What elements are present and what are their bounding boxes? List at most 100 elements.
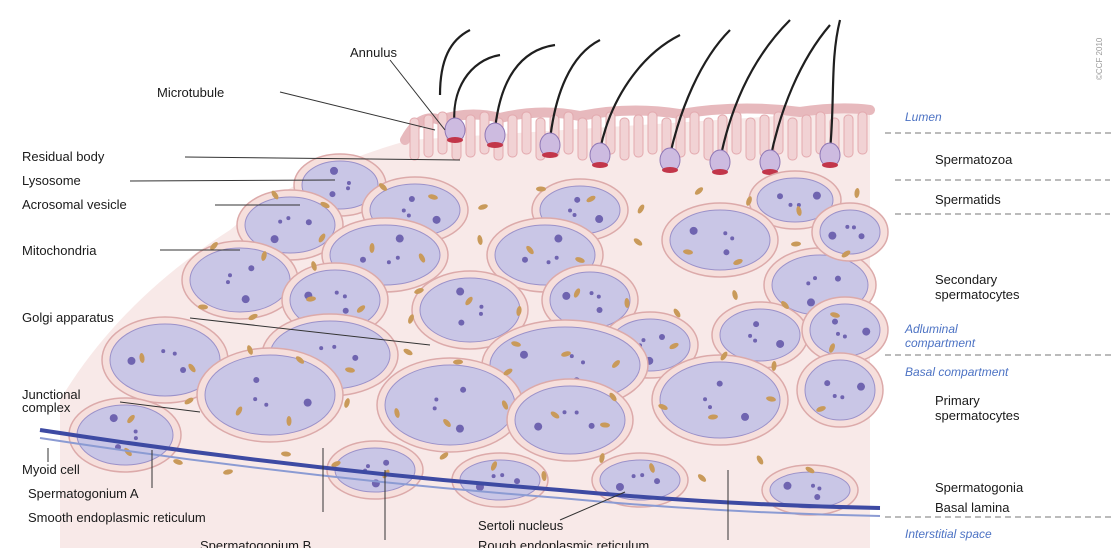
chromatin (654, 478, 660, 484)
fold (620, 118, 629, 160)
chromatin (723, 231, 727, 235)
chromatin (573, 213, 577, 217)
chromatin (589, 423, 595, 429)
zone-primary-spermatocytes: Primary spermatocytes (935, 393, 1020, 423)
chromatin (396, 235, 404, 243)
fold (648, 112, 657, 154)
chromatin (563, 410, 567, 414)
chromatin (753, 321, 759, 327)
chromatin (534, 423, 542, 431)
acrosome (592, 162, 608, 168)
zone-spermatozoa: Spermatozoa (935, 152, 1012, 167)
chromatin (568, 208, 572, 212)
chromatin (570, 354, 574, 358)
chromatin (264, 403, 268, 407)
chromatin (346, 186, 350, 190)
label-microtubule: Microtubule (157, 85, 224, 100)
chromatin (776, 340, 784, 348)
chromatin (852, 225, 856, 229)
fold (466, 115, 475, 157)
cell-nucleus (420, 278, 520, 342)
fold (578, 118, 587, 160)
chromatin (730, 236, 734, 240)
chromatin (514, 478, 520, 484)
chromatin (460, 387, 466, 393)
label-lysosome: Lysosome (22, 173, 81, 188)
fold (802, 115, 811, 157)
fold (844, 115, 853, 157)
chromatin (226, 280, 230, 284)
label-rough-er: Rough endoplasmic reticulum (478, 538, 649, 548)
cell-nucleus (385, 365, 515, 445)
compartment-adluminal: Adluminal compartment (905, 322, 975, 350)
chromatin (383, 460, 389, 466)
fold (704, 118, 713, 160)
chromatin (824, 380, 830, 386)
chromatin (387, 260, 391, 264)
label-annulus: Annulus (350, 45, 397, 60)
chromatin (409, 196, 415, 202)
fold (424, 115, 433, 157)
cell-nucleus (660, 362, 780, 438)
label-sertoli-nucleus: Sertoli nucleus (478, 518, 563, 533)
chromatin (253, 397, 257, 401)
chromatin (228, 273, 232, 277)
cell-nucleus (820, 210, 880, 254)
cell-nucleus (190, 248, 290, 312)
chromatin (833, 394, 837, 398)
chromatin (253, 377, 259, 383)
chromatin (690, 227, 698, 235)
chromatin (703, 397, 707, 401)
chromatin (433, 406, 437, 410)
label-smooth-er: Smooth endoplasmic reticulum (28, 510, 206, 525)
chromatin (575, 411, 579, 415)
chromatin (717, 381, 723, 387)
chromatin (458, 320, 464, 326)
chromatin (862, 328, 870, 336)
acrosome (662, 167, 678, 173)
chromatin (134, 436, 138, 440)
acrosome (822, 162, 838, 168)
cell-nucleus (805, 360, 875, 420)
chromatin (352, 355, 358, 361)
chromatin (845, 225, 849, 229)
chromatin (857, 383, 865, 391)
chromatin (332, 345, 336, 349)
chromatin (843, 334, 847, 338)
chromatin (347, 181, 351, 185)
chromatin (329, 191, 335, 197)
fold (634, 115, 643, 157)
chromatin (641, 338, 645, 342)
label-residual-body: Residual body (22, 149, 104, 164)
chromatin (402, 208, 406, 212)
acrosome (712, 169, 728, 175)
chromatin (242, 295, 250, 303)
label-golgi-apparatus: Golgi apparatus (22, 310, 114, 325)
fold (858, 112, 867, 154)
acrosome (542, 152, 558, 158)
chromatin (632, 474, 636, 478)
chromatin (278, 220, 282, 224)
label-myoid-cell: Myoid cell (22, 462, 80, 477)
fold (732, 112, 741, 154)
chromatin (616, 483, 624, 491)
fold (676, 115, 685, 157)
zone-spermatogonia: Spermatogonia (935, 480, 1023, 495)
chromatin (581, 360, 585, 364)
chromatin (330, 167, 338, 175)
chromatin (134, 430, 138, 434)
cell-nucleus (205, 355, 335, 435)
chromatin (335, 291, 339, 295)
chromatin (836, 332, 840, 336)
fold (690, 112, 699, 154)
chromatin (814, 494, 820, 500)
chromatin (286, 216, 290, 220)
label-mitochondria: Mitochondria (22, 243, 96, 258)
fold (564, 112, 573, 154)
chromatin (248, 265, 254, 271)
cell-nucleus (770, 472, 850, 508)
label-junctional-complex: Junctional complex (22, 388, 81, 414)
acrosome (487, 142, 503, 148)
chromatin (811, 484, 815, 488)
chromatin (741, 413, 749, 421)
